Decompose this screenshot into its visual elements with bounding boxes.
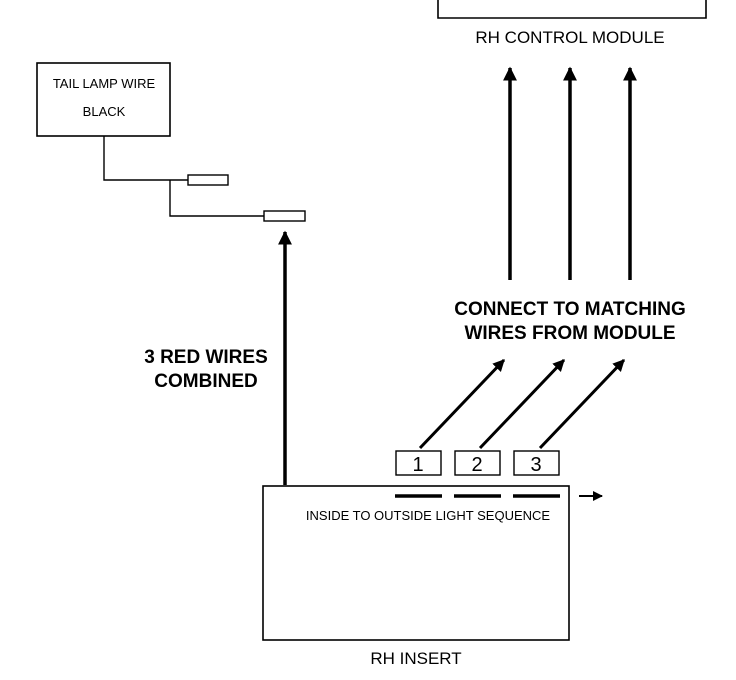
red-wires-note-line1: 3 RED WIRES: [144, 347, 268, 368]
insert-label: RH INSERT: [370, 649, 461, 668]
red-wires-note-line2: COMBINED: [154, 371, 257, 392]
wire-label-2: 2: [471, 454, 482, 476]
wire-label-3: 3: [530, 454, 541, 476]
tail-lamp-color: BLACK: [83, 104, 126, 119]
arrow-wire-1: [418, 358, 506, 450]
insert-box: [262, 485, 570, 641]
connect-note-line1: CONNECT TO MATCHING: [454, 299, 686, 320]
wire-label-box-3: [513, 450, 560, 476]
arrow-wire-2: [478, 358, 566, 450]
tail-lamp-title: TAIL LAMP WIRE: [53, 76, 156, 91]
wire-label-1: 1: [412, 454, 423, 476]
connector-upper: [187, 174, 229, 186]
connector-lower: [263, 210, 306, 222]
sequence-text: INSIDE TO OUTSIDE LIGHT SEQUENCE: [306, 508, 550, 523]
connect-note-line2: WIRES FROM MODULE: [464, 323, 675, 344]
tail-lamp-box: [36, 62, 171, 137]
arrow-wire-3: [538, 358, 626, 450]
tail-lamp-wire-upper: [103, 136, 188, 181]
wire-label-box-2: [454, 450, 501, 476]
tail-lamp-wire-lower: [169, 180, 264, 217]
control-module-label: RH CONTROL MODULE: [475, 28, 664, 47]
control-module-box: [437, 0, 707, 19]
wire-label-box-1: [395, 450, 442, 476]
